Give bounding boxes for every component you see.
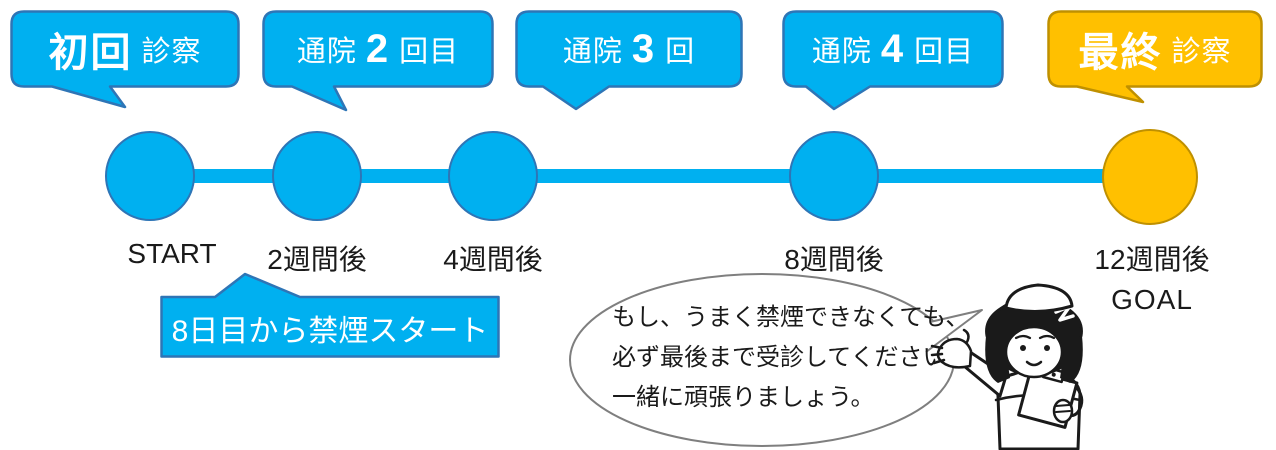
milestone-dot-start <box>105 131 195 221</box>
milestone-dot-week2 <box>272 131 362 221</box>
callout-visit-3-label: 通院 3 回 <box>515 10 743 88</box>
milestone-label-week8: 8週間後 <box>784 244 884 275</box>
goal-label: GOAL <box>1111 284 1193 315</box>
callout-text-emphasis: 初回 <box>48 31 133 75</box>
callout-text-suffix: 回 <box>665 36 696 68</box>
speech-callout-shape <box>262 10 494 112</box>
nurse-speech-bubble: もし、うまく禁煙できなくても、 必ず最後まで受診してくださいね。 一緒に頑張りま… <box>565 270 995 450</box>
speech-callout-shape <box>782 10 1004 111</box>
callout-final-visit-label: 最終 診察 <box>1047 10 1263 88</box>
callout-visit-4-label: 通院 4 回目 <box>782 10 1004 88</box>
speech-ellipse-shape <box>569 273 983 447</box>
callout-text-prefix: 通院 <box>811 36 872 68</box>
callout-text-emphasis: 3 <box>631 26 657 71</box>
callout-text-emphasis: 2 <box>365 26 391 71</box>
callout-text-emphasis: 4 <box>880 26 906 71</box>
callout-text-suffix: 診察 <box>1171 36 1232 68</box>
callout-text-suffix: 回目 <box>399 36 460 68</box>
callout-visit-2: 通院 2 回目 <box>262 10 494 114</box>
milestone-label-week2: 2週間後 <box>267 244 367 275</box>
note-callout-shape <box>160 272 500 358</box>
quit-start-note: 8日目から禁煙スタート <box>160 272 500 358</box>
nurse-speech-text: もし、うまく禁煙できなくても、 必ず最後まで受診してくださいね。 一緒に頑張りま… <box>612 298 995 418</box>
speech-line-2: 必ず最後まで受診してくださいね。 <box>612 344 995 371</box>
callout-visit-3: 通院 3 回 <box>515 10 743 114</box>
speech-callout-shape <box>515 10 743 111</box>
callout-text-prefix: 通院 <box>296 36 357 68</box>
speech-callout-shape <box>10 10 240 109</box>
speech-line-3: 一緒に頑張りましょう。 <box>612 384 875 411</box>
timeline-line <box>150 169 1150 183</box>
milestone-label-week12: 12週間後 <box>1094 244 1210 275</box>
callout-text-suffix: 診察 <box>141 36 202 68</box>
nurse-illustration <box>930 283 1084 450</box>
milestone-label-start: START <box>127 238 217 269</box>
callout-text-emphasis: 最終 <box>1078 31 1163 75</box>
callout-first-visit-label: 初回 診察 <box>10 10 240 88</box>
callout-visit-4: 通院 4 回目 <box>782 10 1004 114</box>
speech-callout-shape <box>1047 10 1263 104</box>
milestone-label-week4: 4週間後 <box>443 244 543 275</box>
milestone-dot-goal <box>1102 129 1198 225</box>
milestone-dot-week8 <box>789 131 879 221</box>
milestone-dot-week4 <box>448 131 538 221</box>
callout-first-visit: 初回 診察 <box>10 10 240 110</box>
callout-final-visit: 最終 診察 <box>1047 10 1263 110</box>
quit-start-note-text: 8日目から禁煙スタート <box>171 314 489 348</box>
callout-text-suffix: 回目 <box>914 36 975 68</box>
callout-text-prefix: 通院 <box>562 36 623 68</box>
callout-visit-2-label: 通院 2 回目 <box>262 10 494 88</box>
speech-line-1: もし、うまく禁煙できなくても、 <box>612 304 970 331</box>
